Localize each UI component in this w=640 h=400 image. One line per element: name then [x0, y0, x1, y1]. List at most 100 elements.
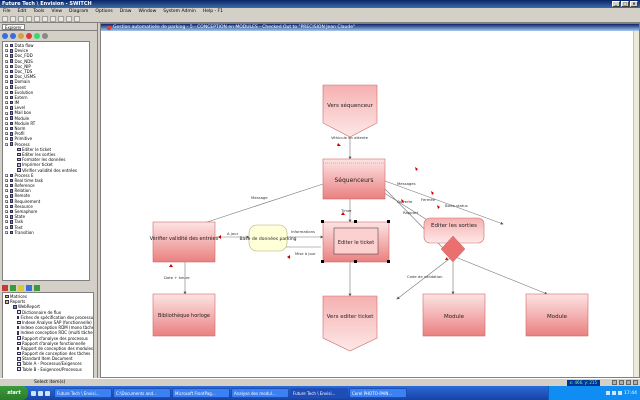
tree-item[interactable]: +IM — [5, 100, 89, 105]
tree-item[interactable]: +Real time task — [5, 178, 89, 183]
expand-icon[interactable]: + — [5, 64, 9, 69]
diagram-vertical-scrollbar[interactable] — [633, 31, 639, 377]
report-tree-item[interactable]: Rapport de conception des modules — [5, 346, 93, 351]
tree-item[interactable]: +Text — [5, 225, 89, 230]
tree-item[interactable]: +Task — [5, 219, 89, 224]
tree-item[interactable]: +Doc_NDS — [5, 59, 89, 64]
tree-item[interactable]: Imprimer ticket — [5, 162, 89, 167]
node-verifier-entrees[interactable]: Vérifier validité des entrées — [150, 221, 219, 263]
tree-item[interactable]: +Domain — [5, 79, 89, 84]
copy-icon[interactable] — [42, 15, 48, 22]
menu-file[interactable]: File — [3, 9, 11, 14]
report-tree-item[interactable]: Rapport de conception des tâches — [5, 351, 93, 356]
expand-icon[interactable]: + — [5, 137, 9, 142]
folder-icon[interactable] — [18, 32, 24, 39]
print-icon[interactable] — [26, 15, 32, 22]
report-tree-item[interactable]: Table A - Processus/Exigences — [5, 361, 93, 366]
task-envision-2[interactable]: Future Tech \ Envisi... — [290, 388, 348, 398]
expand-icon[interactable]: + — [5, 54, 9, 59]
tray-network-icon[interactable] — [606, 391, 611, 395]
report-tree-item[interactable]: Table B - Exigences/Processus — [5, 367, 93, 372]
menu-diagram[interactable]: Diagram — [69, 9, 89, 14]
tree-item[interactable]: +Doc_NIP — [5, 64, 89, 69]
tree-item[interactable]: +Relation — [5, 188, 89, 193]
help-icon[interactable] — [74, 15, 80, 22]
expand-icon[interactable]: + — [5, 204, 9, 209]
tree-item[interactable]: +Device — [5, 48, 89, 53]
report-icon[interactable] — [2, 284, 8, 291]
undo-icon[interactable] — [58, 15, 64, 22]
expand-icon[interactable]: + — [5, 106, 9, 111]
expand-icon[interactable]: + — [5, 142, 9, 147]
tree-item[interactable]: +Reference — [5, 183, 89, 188]
report-tree-item[interactable]: Indexe conception RDC (multi tâches) — [5, 330, 93, 335]
report-tree-item[interactable]: Dictionnaire de flux — [5, 310, 93, 315]
filter-icon[interactable] — [18, 284, 24, 291]
expand-icon[interactable]: + — [5, 132, 9, 137]
refresh-icon[interactable] — [34, 32, 40, 39]
tree-item[interactable]: +Extern — [5, 95, 89, 100]
node-vers-sequenceur[interactable]: Vers séquenceur — [322, 84, 378, 138]
tree-item[interactable]: +Process E — [5, 173, 89, 178]
task-analyse[interactable]: Analyse des modul... — [231, 388, 289, 398]
tree-item[interactable]: +Doc_FDD — [5, 53, 89, 58]
task-frontpage[interactable]: Microsoft FrontPag... — [172, 388, 230, 398]
run-icon[interactable] — [26, 284, 32, 291]
new-icon[interactable] — [2, 15, 8, 22]
expand-icon[interactable]: + — [5, 59, 9, 64]
export-icon[interactable] — [34, 284, 40, 291]
explorer-tab[interactable]: Explorer — [2, 23, 25, 30]
expand-icon[interactable]: + — [5, 127, 9, 132]
expand-icon[interactable]: + — [5, 230, 9, 235]
tray-volume-icon[interactable] — [612, 391, 617, 395]
expand-icon[interactable]: + — [5, 220, 9, 225]
tree-item[interactable]: +Profil — [5, 131, 89, 136]
expand-icon[interactable]: + — [5, 49, 9, 54]
tree-item[interactable]: Editer le ticket — [5, 147, 89, 152]
node-bibliotheque-horloge[interactable]: Bibliothèque horloge — [152, 293, 216, 337]
expand-icon[interactable]: + — [5, 173, 9, 178]
zoom-icon[interactable] — [66, 15, 72, 22]
start-button[interactable]: start — [0, 386, 28, 400]
tree-item[interactable]: +Semaphore — [5, 209, 89, 214]
close-icon[interactable]: × — [630, 1, 638, 7]
expand-icon[interactable]: + — [5, 111, 9, 116]
node-module-1[interactable]: Module — [422, 293, 486, 337]
matrix-icon[interactable] — [10, 284, 16, 291]
report-tree-item[interactable]: Indexe Analyse SAP (fonctionnelle) — [5, 320, 93, 325]
tree-item[interactable]: +Norm — [5, 126, 89, 131]
quicklaunch-desktop-icon[interactable] — [38, 390, 43, 396]
report-tree-item[interactable]: Indexe conception RDM (mono tâche) — [5, 325, 93, 330]
report-tree-item[interactable]: Matrices — [5, 294, 93, 299]
expand-icon[interactable]: + — [5, 194, 9, 199]
tree-item[interactable]: Vérifier validité des entrées — [5, 168, 89, 173]
expand-icon[interactable]: + — [5, 70, 9, 75]
node-base-donnees[interactable]: Base de données parking — [239, 224, 297, 252]
maximize-icon[interactable]: □ — [621, 1, 629, 7]
save-icon[interactable] — [18, 15, 24, 22]
tray-antivirus-icon[interactable] — [618, 391, 623, 395]
expand-icon[interactable]: + — [5, 121, 9, 126]
expand-icon[interactable]: + — [5, 85, 9, 90]
menu-options[interactable]: Options — [95, 9, 113, 14]
node-vers-editer-ticket[interactable]: Vers editer ticket — [322, 295, 378, 352]
node-sequenceurs[interactable]: Séquenceurs — [322, 158, 386, 200]
tree-item[interactable]: +Evolution — [5, 90, 89, 95]
tree-item[interactable]: +Doc_TDS — [5, 69, 89, 74]
status-lock-icon[interactable] — [633, 380, 638, 385]
tree-item[interactable]: +Requirement — [5, 199, 89, 204]
expand-icon[interactable]: + — [5, 199, 9, 204]
report-tree-item[interactable]: Rapport d'analyse des processus — [5, 336, 93, 341]
menu-help[interactable]: Help - F1 — [202, 9, 224, 14]
diagram-canvas[interactable]: Vers séquenceur Séquenceurs Vérifier val… — [101, 31, 639, 377]
task-explorer[interactable]: C:\Documents and... — [113, 388, 171, 398]
forward-icon[interactable] — [10, 32, 16, 39]
expand-icon[interactable]: + — [5, 116, 9, 121]
expand-icon[interactable]: + — [5, 75, 9, 80]
report-tree-item[interactable]: Fiches de spécification des processus — [5, 315, 93, 320]
node-editer-sorties[interactable]: Editer les sorties — [423, 217, 485, 263]
expand-icon[interactable]: + — [5, 44, 9, 49]
menu-view[interactable]: View — [51, 9, 63, 14]
expand-icon[interactable]: + — [5, 80, 9, 85]
